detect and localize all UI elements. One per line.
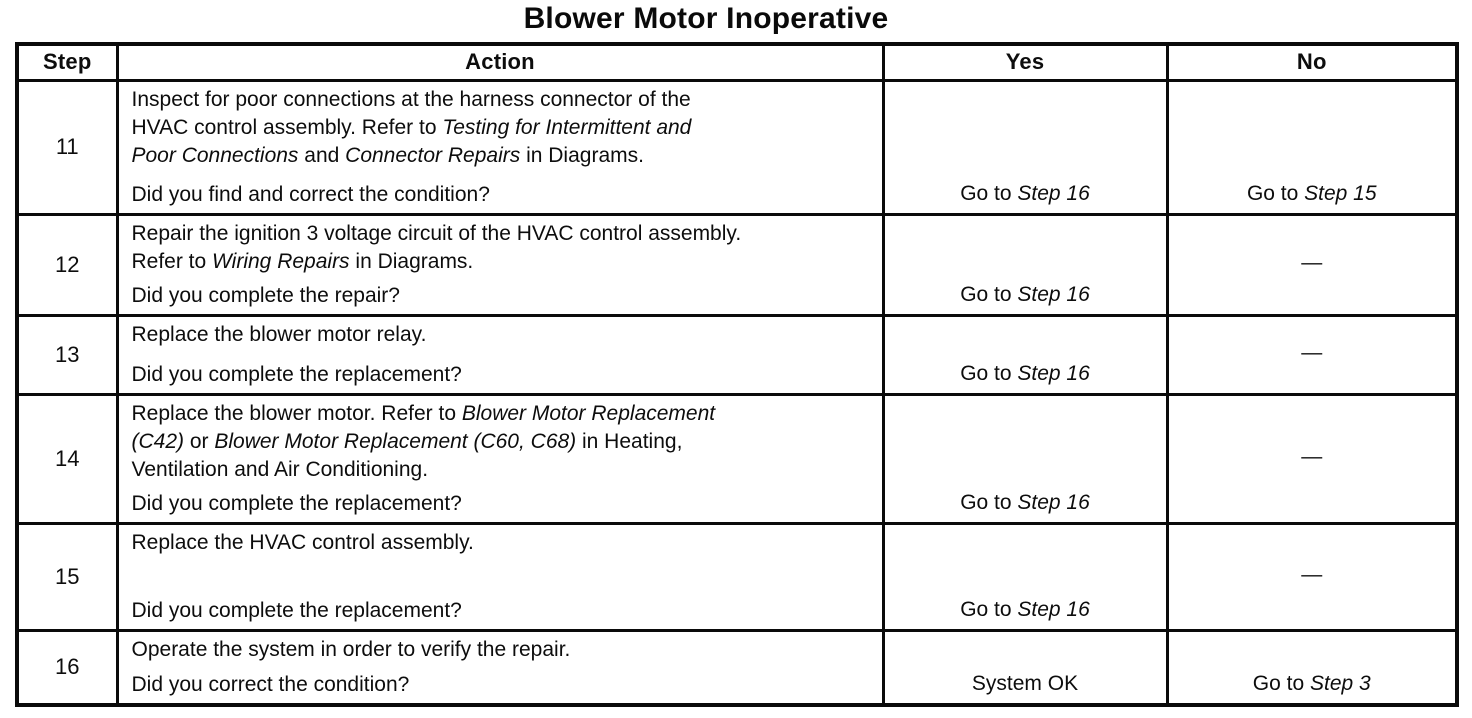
no-cell: Go to Step 3	[1165, 628, 1459, 707]
step-number-cell: 11	[15, 78, 119, 216]
page-title: Blower Motor Inoperative	[523, 2, 889, 35]
italic-text-segment: Step 15	[1304, 181, 1377, 205]
table-row: 16 Operate the system in order to verify…	[15, 628, 1459, 707]
text-segment: Replace the blower motor. Refer to	[131, 401, 462, 425]
step-number-cell: 15	[15, 521, 119, 632]
table-header-row: Step Action Yes No	[15, 42, 1459, 82]
action-question: Did you complete the replacement?	[131, 362, 462, 386]
yes-cell: Go to Step 16	[881, 521, 1169, 632]
table-row: 13 Replace the blower motor relay. Did y…	[15, 313, 1459, 396]
action-question: Did you correct the condition?	[131, 673, 410, 696]
diagnostic-steps-table: Step Action Yes No 11 Inspect for poor c…	[15, 42, 1459, 707]
text-segment: Go to	[1246, 181, 1305, 205]
text-segment: and	[298, 143, 346, 167]
yes-cell-text: Go to Step 16	[885, 489, 1166, 517]
text-segment: Inspect for poor connections at the harn…	[131, 87, 691, 139]
italic-text-segment: Connector Repairs	[345, 143, 521, 167]
text-segment: Go to	[960, 597, 1018, 621]
italic-text-segment: Step 16	[1017, 361, 1090, 385]
action-text: Inspect for poor connections at the harn…	[119, 82, 882, 170]
text-segment: Replace the HVAC control assembly.	[131, 530, 474, 554]
action-text: Repair the ignition 3 voltage circuit of…	[119, 216, 882, 276]
italic-text-segment: Blower Motor Replacement (C60, C68)	[214, 429, 577, 453]
action-text: Replace the HVAC control assembly.	[119, 525, 882, 557]
action-cell: Replace the HVAC control assembly. Did y…	[115, 521, 885, 632]
text-segment: in Diagrams.	[520, 143, 644, 167]
italic-text-segment: Step 16	[1017, 597, 1090, 621]
yes-cell-text: Go to Step 16	[885, 281, 1166, 309]
column-header-step: Step	[15, 42, 119, 82]
table-row: 14 Replace the blower motor. Refer to Bl…	[15, 392, 1459, 525]
italic-text-segment: Step 16	[1017, 490, 1090, 514]
text-segment: System OK	[971, 672, 1079, 695]
text-segment: Operate the system in order to verify th…	[131, 637, 571, 661]
no-cell: —	[1165, 212, 1459, 317]
text-segment: Go to	[960, 361, 1018, 385]
column-header-no: No	[1165, 42, 1459, 82]
yes-cell-text: Go to Step 16	[885, 360, 1166, 388]
action-cell: Operate the system in order to verify th…	[115, 628, 885, 707]
text-segment: Replace the blower motor relay.	[131, 322, 427, 346]
step-number-cell: 14	[15, 392, 119, 525]
no-cell: —	[1165, 521, 1459, 632]
yes-cell-text: System OK	[885, 670, 1166, 698]
yes-cell: System OK	[881, 628, 1169, 707]
text-segment: Go to	[960, 181, 1018, 205]
action-cell: Replace the blower motor. Refer to Blowe…	[115, 392, 885, 525]
italic-text-segment: Step 3	[1309, 672, 1371, 695]
text-segment: in Heating, Ventilation and Air Conditio…	[131, 429, 683, 481]
no-cell-dash: —	[1301, 562, 1323, 586]
no-cell-dash: —	[1301, 250, 1323, 274]
table-row: 15 Replace the HVAC control assembly. Di…	[15, 521, 1459, 632]
yes-cell-text: Go to Step 16	[885, 180, 1166, 208]
yes-cell: Go to Step 16	[881, 392, 1169, 525]
no-cell: —	[1165, 313, 1459, 396]
action-question: Did you complete the replacement?	[131, 491, 462, 515]
action-question: Did you complete the repair?	[131, 283, 400, 307]
no-cell: —	[1165, 392, 1459, 525]
column-header-action: Action	[115, 42, 885, 82]
action-question: Did you complete the replacement?	[131, 598, 462, 622]
table-row: 12 Repair the ignition 3 voltage circuit…	[15, 212, 1459, 317]
no-cell-text: Go to Step 15	[1169, 180, 1456, 208]
text-segment: Go to	[1252, 672, 1310, 695]
italic-text-segment: Wiring Repairs	[212, 249, 350, 273]
text-segment: Repair the ignition 3 voltage circuit of…	[131, 221, 742, 273]
action-text: Replace the blower motor. Refer to Blowe…	[119, 396, 882, 484]
table-row: 11 Inspect for poor connections at the h…	[15, 78, 1459, 216]
step-number-cell: 16	[15, 628, 119, 707]
steps-table-body: 11 Inspect for poor connections at the h…	[15, 78, 1459, 707]
step-number-cell: 13	[15, 313, 119, 396]
italic-text-segment: Testing for Intermittent and Poor Connec…	[131, 115, 692, 167]
action-question: Did you find and correct the condition?	[131, 182, 490, 206]
no-cell-dash: —	[1301, 444, 1323, 468]
action-cell: Replace the blower motor relay. Did you …	[115, 313, 885, 396]
italic-text-segment: Step 16	[1017, 181, 1090, 205]
action-cell: Repair the ignition 3 voltage circuit of…	[115, 212, 885, 317]
text-segment: Go to	[960, 282, 1018, 306]
yes-cell-text: Go to Step 16	[885, 596, 1166, 624]
action-cell: Inspect for poor connections at the harn…	[115, 78, 885, 216]
yes-cell: Go to Step 16	[881, 78, 1169, 216]
action-text: Operate the system in order to verify th…	[119, 632, 882, 664]
italic-text-segment: Step 16	[1017, 282, 1090, 306]
text-segment: or	[184, 429, 215, 453]
action-text: Replace the blower motor relay.	[119, 317, 882, 349]
text-segment: in Diagrams.	[349, 249, 474, 273]
text-segment: Go to	[960, 490, 1018, 514]
step-number-cell: 12	[15, 212, 119, 317]
yes-cell: Go to Step 16	[881, 212, 1169, 317]
no-cell-dash: —	[1301, 340, 1323, 364]
no-cell: Go to Step 15	[1165, 78, 1459, 216]
italic-text-segment: Blower Motor Replacement (C42)	[131, 401, 716, 453]
column-header-yes: Yes	[881, 42, 1169, 82]
yes-cell: Go to Step 16	[881, 313, 1169, 396]
no-cell-text: Go to Step 3	[1169, 670, 1456, 698]
